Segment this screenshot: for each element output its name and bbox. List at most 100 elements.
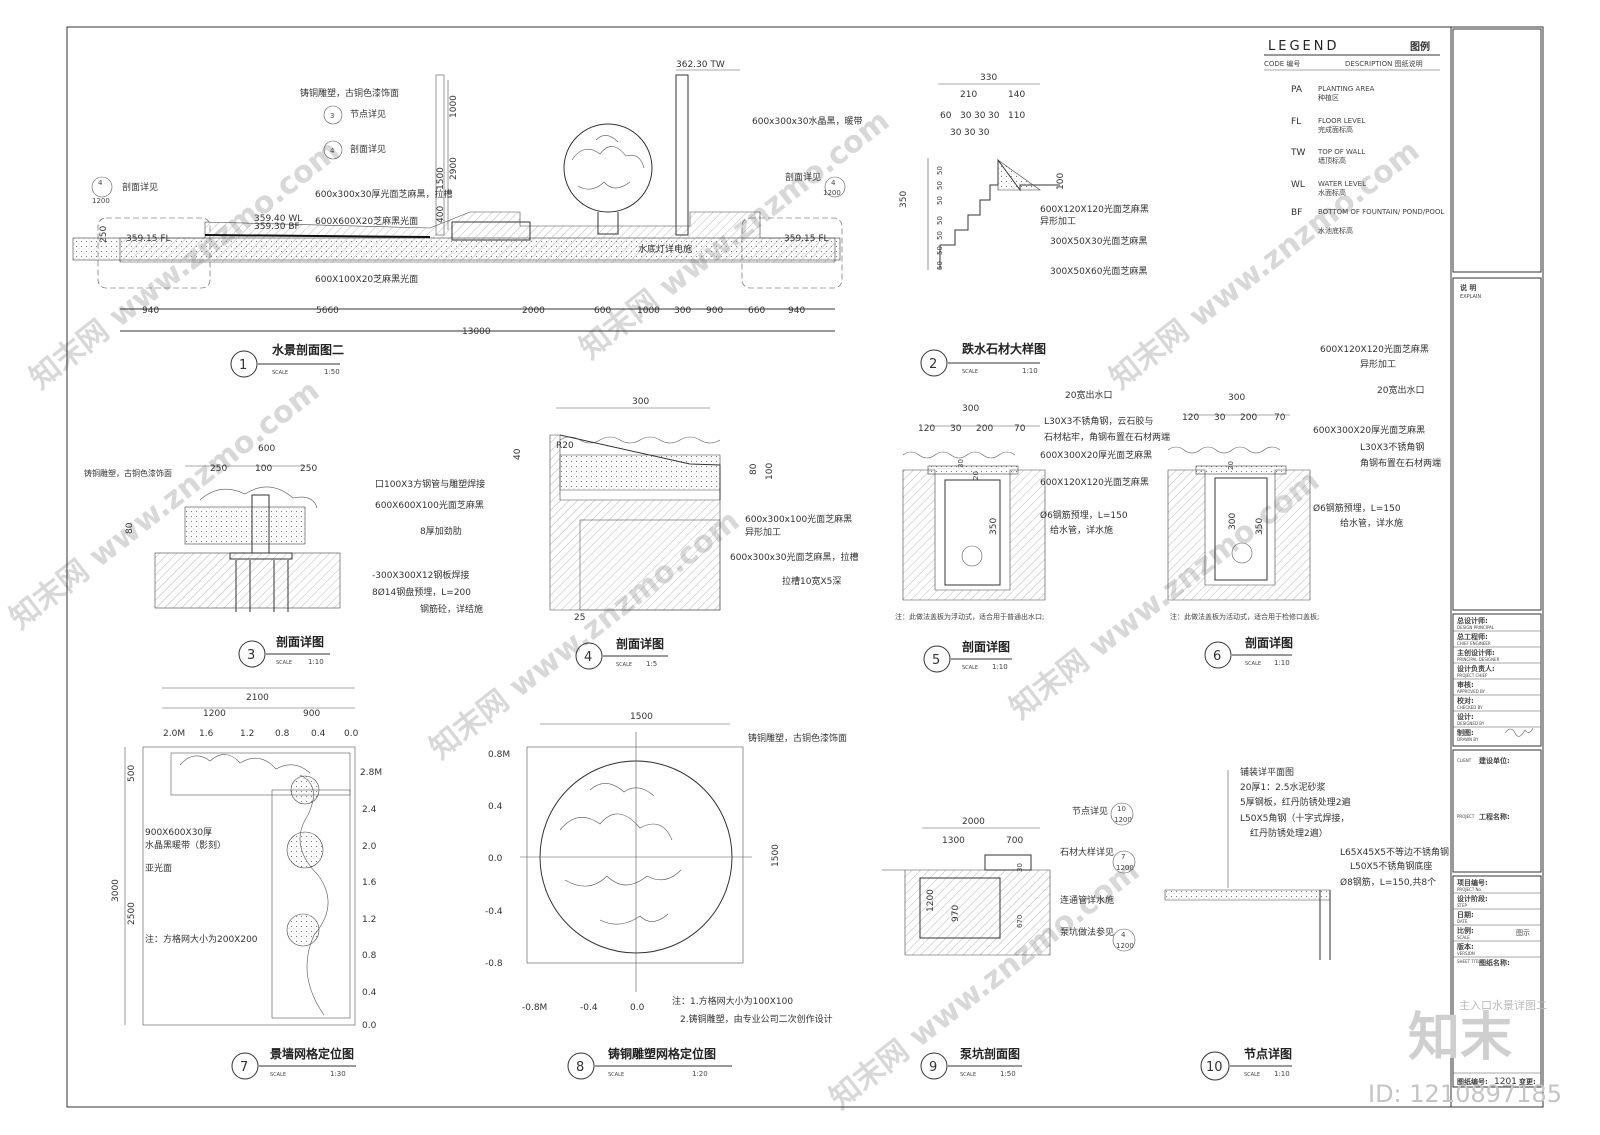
sheet-no-label: 图纸编号:: [1457, 1077, 1488, 1086]
detail-9-section: 2000 1300 700 1200 970 30 670 节点详见 10 12…: [882, 802, 1136, 956]
note: Ø6钢筋预埋，L=150: [1313, 502, 1401, 514]
tick-label: -0.8M: [522, 1003, 547, 1013]
note: 600X120X120光面芝麻黑: [1040, 476, 1149, 488]
dim-text: 140: [1008, 90, 1025, 100]
note: Ø8钢筋，L=150,共8个: [1340, 876, 1436, 888]
scale-label: SCALE: [1245, 661, 1261, 667]
legend-item-pa: PA PLANTING AREA 种植区: [1291, 85, 1375, 102]
legend-cn: 水池底标高: [1318, 226, 1353, 235]
drain-channel: [944, 479, 1001, 586]
note: 600x300x100光面芝麻黑: [745, 513, 852, 525]
dim-text: 300: [632, 397, 649, 407]
dim-text: 600: [258, 444, 275, 454]
legend-code: PA: [1291, 85, 1303, 95]
legend-desc-head: DESCRIPTION 图纸说明: [1345, 59, 1423, 68]
tick-label: 0.8: [275, 729, 290, 739]
detail-10-section: 铺装详平面图 20厚1：2.5水泥砂浆 5厚钢板，红丹防锈处理2遍 L50X5角…: [1164, 766, 1449, 960]
dim-text: 30: [950, 424, 962, 434]
detail-number: 9: [929, 1060, 937, 1075]
role-label-en: DESIGNED BY: [1457, 721, 1485, 726]
dim-text: 110: [1008, 111, 1025, 121]
dim-total: 13000: [462, 327, 491, 337]
detail-number: 7: [240, 1060, 248, 1075]
detail-number: 5: [932, 653, 940, 668]
dim-text: 900: [706, 306, 723, 316]
tick-label: 2.0M: [163, 729, 185, 739]
role-label: 总工程师:: [1457, 632, 1488, 641]
dim-text: 20: [972, 471, 980, 480]
role-label: 总设计师:: [1457, 616, 1488, 625]
note: 600x300x30厚光面芝麻黑，拉槽: [315, 188, 452, 200]
legend-code: WL: [1291, 180, 1305, 190]
note: 600X100X20芝麻黑光面: [315, 273, 418, 285]
role-label: 主创设计师:: [1457, 648, 1495, 657]
detail-7-grid: 2100 1200 900 2.0M 1.6 1.2 0.8 0.4 0.0 2…: [111, 687, 382, 1031]
info-label-en: DATE: [1457, 919, 1468, 924]
note: 角钢布置在石材两端: [1360, 457, 1441, 469]
pit-cover: [984, 854, 1032, 871]
pool-structure: [119, 211, 836, 263]
dim-text: 200: [1240, 413, 1257, 423]
dim-text: 330: [980, 73, 997, 83]
note: 异形加工: [1040, 215, 1076, 227]
ref-bubble: [323, 140, 343, 160]
cloud-pattern: [559, 783, 682, 925]
role-label: 制图:: [1457, 728, 1474, 737]
dim-text: 500: [127, 765, 137, 782]
detail-number-circle: [231, 1052, 259, 1080]
scale-value: 图示: [1516, 929, 1530, 937]
info-label: 版本:: [1457, 942, 1474, 951]
footnote: 注：此做法盖板为浮动式，适合用于普通出水口;: [895, 612, 1044, 621]
roles-list: 总设计师: DESIGN PRINCIPAL 总工程师: CHIEF ENGIN…: [1453, 616, 1541, 742]
role-label: 设计:: [1457, 712, 1474, 721]
legend-item-wl: WL WATER LEVEL 水面标高: [1291, 180, 1366, 197]
dim-text: 250: [99, 226, 109, 243]
scale-value: 1:10: [1274, 659, 1290, 667]
note: 20厚1：2.5水泥砂浆: [1240, 781, 1326, 793]
dim-text: 50: [936, 216, 944, 225]
info-box: [1452, 875, 1542, 1088]
explain-label-en: EXPLAIN: [1460, 294, 1481, 300]
dim-text: 1200: [203, 709, 226, 719]
detail-number-circle: [230, 350, 258, 378]
stone-block: [997, 159, 1041, 191]
dim-text: 50: [936, 181, 944, 190]
dim-text: 600: [594, 306, 611, 316]
detail-title-6: 6 剖面详图 SCALE 1:10: [1204, 635, 1293, 669]
scale-value: 1:10: [1274, 1070, 1290, 1078]
elevation: 359.15 FL: [126, 234, 171, 244]
dim-text: 100: [1056, 173, 1066, 190]
note: 节点详见: [350, 108, 386, 120]
cap-profile: [559, 434, 721, 500]
note: 剖面详见: [122, 181, 158, 193]
tick-label: 2.4: [362, 805, 377, 815]
detail-number-circle: [1204, 641, 1232, 669]
tick-label: 0.8: [362, 951, 377, 961]
scale-value: 1:5: [646, 660, 657, 668]
dim-text: 20: [1227, 461, 1235, 470]
dim-text: 60: [940, 111, 952, 121]
flower-motif: [286, 831, 324, 869]
scale-label: SCALE: [962, 665, 978, 671]
info-label-en: SCALE: [1457, 935, 1470, 940]
scale-value: 1:10: [1022, 367, 1038, 375]
dim-text: 70: [1014, 424, 1026, 434]
ref-bubble: [323, 105, 343, 125]
footnote: 注：此做法盖板为活动式，适合用于检修口盖板;: [1170, 612, 1319, 621]
note: 给水管，详水施: [1050, 524, 1113, 536]
dim-text: R20: [556, 441, 574, 451]
legend-item-fl: FL FLOOR LEVEL 完成面标高: [1291, 117, 1365, 134]
role-label: 设计负责人:: [1457, 664, 1495, 673]
dim-text: 120: [918, 424, 935, 434]
tick-label: 2.0: [362, 842, 377, 852]
carving-pattern: [179, 754, 311, 774]
dim-text: 80: [749, 463, 759, 475]
note: 亚光面: [145, 862, 172, 874]
note: 600X120X120光面芝麻黑: [1040, 203, 1149, 215]
dim-text: 30: [950, 128, 962, 138]
scale-label: SCALE: [272, 370, 288, 376]
scale-label: SCALE: [608, 1072, 624, 1078]
note: 连通管详水施: [1060, 894, 1114, 906]
elevation-tw: 362.30 TW: [676, 60, 725, 70]
tick-label: 1.6: [362, 878, 377, 888]
